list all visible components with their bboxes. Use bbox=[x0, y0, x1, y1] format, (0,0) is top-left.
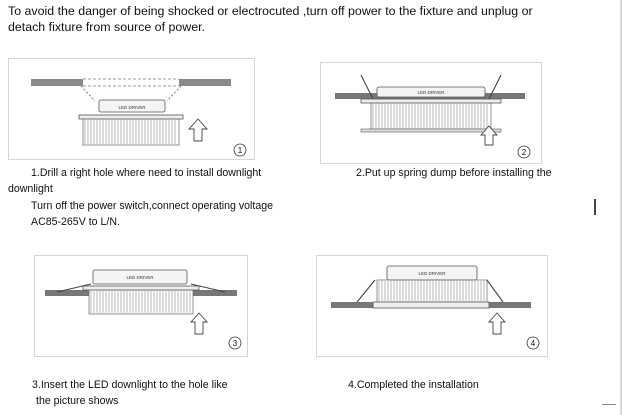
step-1-caption-line-4: AC85-265V to L/N. bbox=[31, 216, 120, 228]
step-4-number: 4 bbox=[531, 339, 536, 348]
step-4-illustration: LED DRIVER 4 bbox=[316, 255, 548, 357]
step-2-illustration: LED DRIVER 2 bbox=[320, 62, 542, 164]
ceiling-right bbox=[179, 79, 231, 86]
step-2-diagram: LED DRIVER 2 bbox=[335, 74, 531, 159]
up-arrow-icon bbox=[187, 118, 209, 142]
heat-sink-fins bbox=[84, 120, 176, 144]
ceiling-left bbox=[31, 79, 83, 86]
ceiling-right bbox=[193, 290, 237, 296]
heat-sink-fins bbox=[90, 291, 191, 313]
corner-marker bbox=[602, 404, 616, 415]
step-3-number: 3 bbox=[233, 339, 238, 348]
heat-sink-fins bbox=[378, 281, 485, 301]
driver-label: LED DRIVER bbox=[417, 90, 445, 95]
step-1-caption-line-3: Turn off the power switch,connect operat… bbox=[31, 200, 274, 212]
up-arrow-icon bbox=[189, 312, 209, 335]
step-1-caption-line-2: downlight bbox=[8, 183, 53, 195]
step-3-illustration: LED DRIVER 3 bbox=[34, 255, 248, 357]
ceiling-left bbox=[331, 302, 373, 308]
ceiling-right bbox=[489, 302, 531, 308]
ceiling-left bbox=[45, 290, 89, 296]
driver-label: LED DRIVER bbox=[418, 271, 446, 276]
step-1-number: 1 bbox=[238, 146, 243, 155]
driver-label: LED DRIVER bbox=[118, 105, 146, 110]
warning-line-2: detach fixture from source of power. bbox=[8, 20, 205, 34]
up-arrow-icon bbox=[479, 125, 499, 146]
page-edge-rule bbox=[620, 0, 622, 415]
step-1-diagram: LED DRIVER 1 bbox=[31, 78, 247, 157]
up-arrow-icon bbox=[487, 312, 507, 335]
step-2-caption-line-1: 2.Put up spring dump before installing t… bbox=[356, 167, 552, 179]
scroll-marker bbox=[594, 199, 596, 215]
step-1-illustration: LED DRIVER 1 bbox=[8, 58, 255, 160]
heat-sink-fins bbox=[372, 104, 488, 128]
step-3-diagram: LED DRIVER 3 bbox=[45, 269, 242, 350]
step-3-caption-line-1: 3.Insert the LED downlight to the hole l… bbox=[32, 379, 228, 391]
warning-line-1: To avoid the danger of being shocked or … bbox=[8, 4, 533, 18]
step-4-caption-line-1: 4.Completed the installation bbox=[348, 379, 479, 391]
step-4-diagram: LED DRIVER 4 bbox=[331, 265, 540, 350]
step-3-caption-line-2: the picture shows bbox=[36, 395, 119, 407]
step-2-number: 2 bbox=[522, 148, 527, 157]
safety-warning: To avoid the danger of being shocked or … bbox=[8, 3, 608, 35]
driver-label: LED DRIVER bbox=[126, 275, 154, 280]
step-1-caption-line-1: 1.Drill a right hole where need to insta… bbox=[31, 167, 262, 179]
